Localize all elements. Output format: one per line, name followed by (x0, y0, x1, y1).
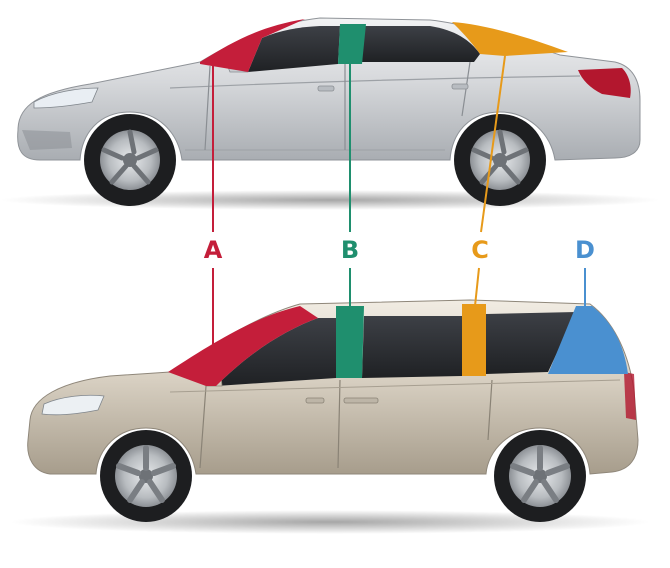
minivan-middle-window (362, 316, 462, 378)
sedan-headlight (33, 87, 99, 109)
sedan-front-window (248, 26, 340, 72)
minivan-rear-handle (343, 397, 379, 404)
leader-lines (212, 40, 586, 380)
sedan-front-handle (317, 85, 335, 92)
sedan-crease (169, 75, 581, 89)
sedan-rear-handle (451, 83, 469, 90)
sedan-pillar-c (452, 22, 568, 56)
sedan-rear-wheel (454, 114, 546, 206)
minivan-shadow (10, 510, 650, 534)
minivan-taillight (624, 372, 636, 420)
minivan-headlight (41, 394, 105, 416)
pillar-labels: A B C D (204, 236, 595, 264)
minivan-front-window (216, 318, 338, 386)
sedan-front-wheel (84, 114, 176, 206)
minivan-rear-window (486, 312, 576, 374)
minivan-pillar-c (462, 304, 486, 376)
pillar-label-c: C (471, 236, 489, 264)
minivan-pillar-d (548, 306, 628, 374)
minivan-front-wheel (100, 430, 192, 522)
minivan-door-lines (199, 379, 493, 469)
sedan-bumper (22, 130, 72, 150)
sedan-rear-window (362, 26, 480, 62)
pillar-label-d: D (575, 236, 595, 264)
minivan-front-handle (305, 397, 325, 404)
minivan-rear-wheel (494, 430, 586, 522)
pillar-label-b: B (341, 236, 359, 264)
minivan-car (10, 299, 650, 534)
pillar-label-a: A (204, 236, 223, 264)
minivan-pillar-b (336, 306, 364, 378)
leader-line-c (474, 55, 506, 307)
minivan-pillar-a (168, 306, 318, 386)
minivan-crease (169, 379, 621, 393)
sedan-car (0, 17, 660, 210)
sedan-taillight (578, 68, 631, 98)
sedan-pillar-b (338, 24, 366, 64)
sedan-pillar-a (200, 19, 305, 72)
